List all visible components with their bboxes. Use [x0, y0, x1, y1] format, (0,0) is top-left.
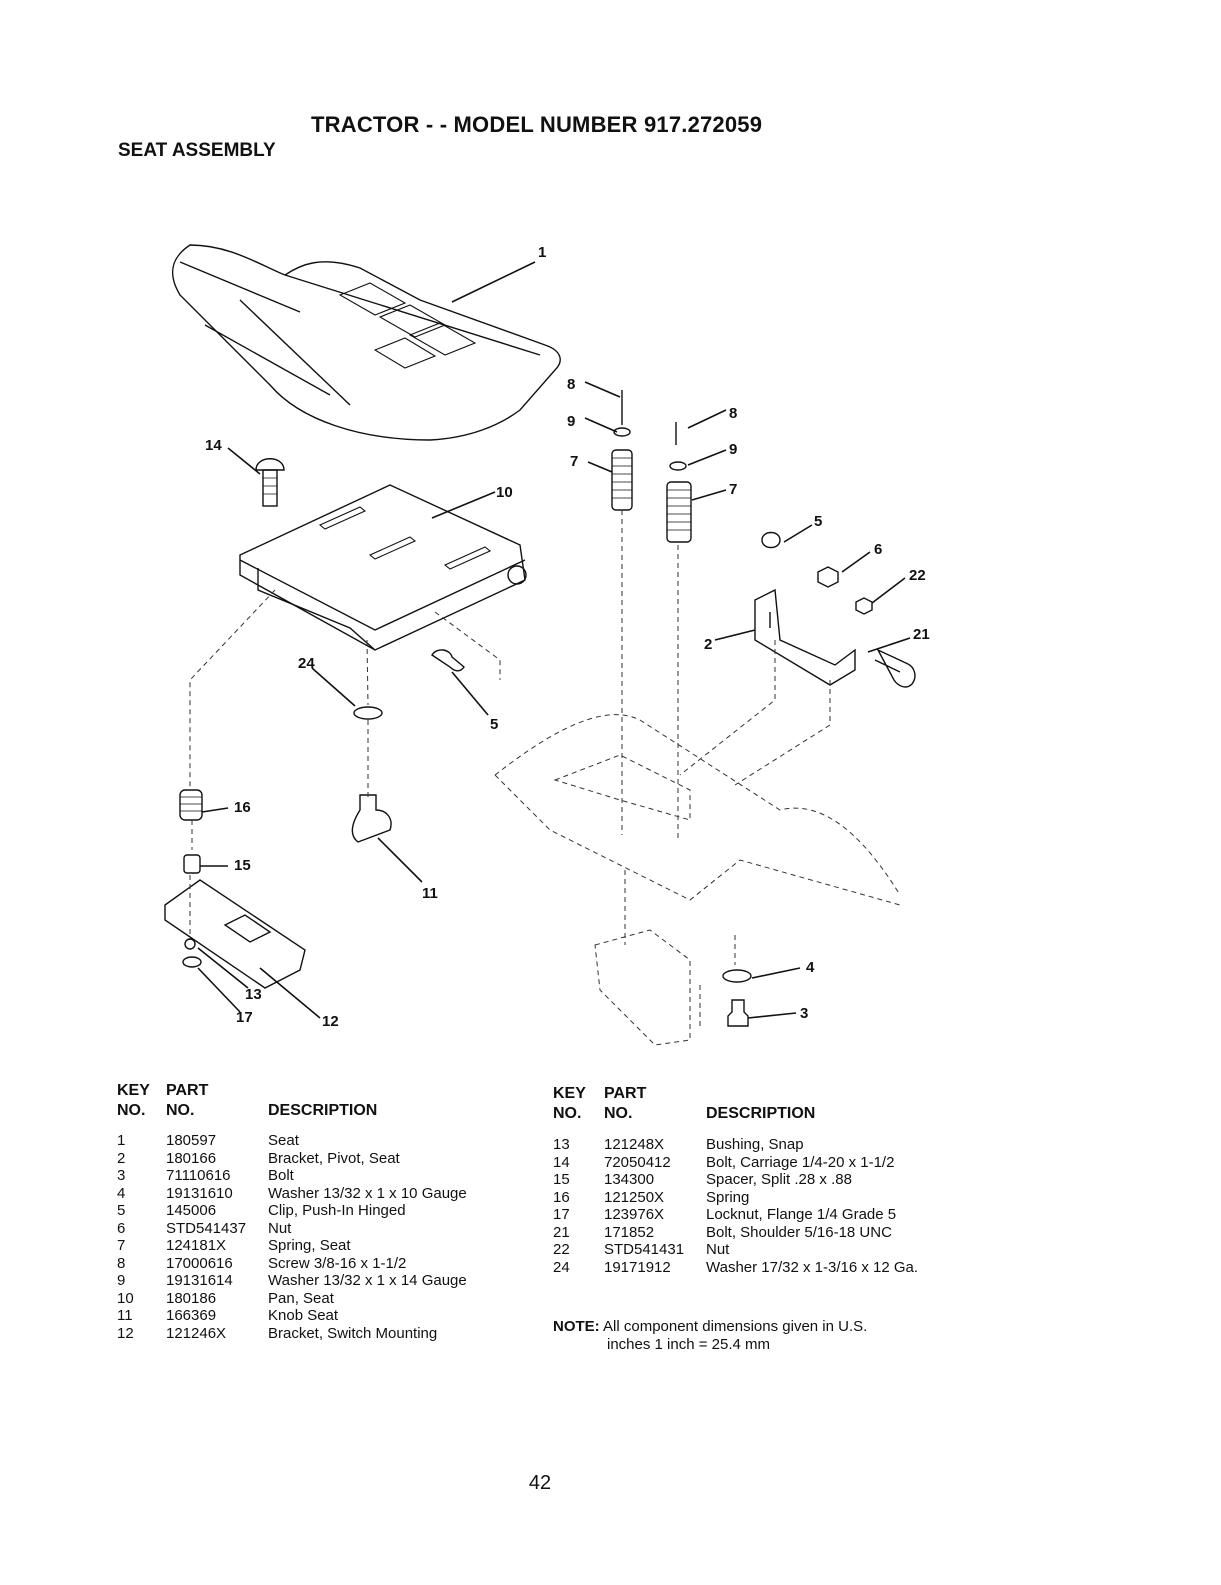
nut-part	[817, 566, 839, 588]
callout-12: 12	[322, 1013, 339, 1030]
callout-5: 5	[814, 513, 822, 530]
callout-22: 22	[909, 567, 926, 584]
page-number: 42	[528, 1472, 552, 1494]
header-part-line1: PART	[166, 1082, 209, 1099]
header-description: DESCRIPTION	[268, 1102, 378, 1119]
header-part-line2: NO.	[166, 1102, 195, 1119]
callout-11: 11	[422, 885, 438, 902]
nut-part-2	[855, 597, 873, 615]
header-part-line1: PART	[604, 1085, 647, 1102]
knob-part	[351, 794, 392, 843]
spring-16-part	[179, 789, 203, 821]
callout-1: 1	[538, 244, 546, 261]
callout-10: 10	[496, 484, 513, 501]
callout-4: 4	[806, 959, 815, 976]
pivot-bracket-part	[754, 588, 856, 686]
callout-labels: 1 14 10 8 9 7 8 9 7 5 6 22 2 21 24 5 16 …	[205, 244, 930, 1030]
spacer-part	[183, 854, 201, 874]
leader-lines	[197, 261, 911, 1019]
dimension-note: NOTE: All component dimensions given in …	[553, 1318, 867, 1354]
bushing-part	[184, 938, 196, 950]
callout-24: 24	[298, 655, 315, 672]
seat-spring-left	[611, 390, 633, 511]
callout-5b: 5	[490, 716, 498, 733]
washer-4-part	[722, 969, 752, 983]
seat-part	[171, 244, 561, 441]
header-part-line2: NO.	[604, 1105, 633, 1122]
clip-part-2	[431, 649, 465, 672]
tractor-frame-phantom	[189, 510, 901, 1046]
callout-14: 14	[205, 437, 222, 454]
callout-7: 7	[570, 453, 578, 470]
callout-8b: 8	[729, 405, 737, 422]
callout-21: 21	[913, 626, 930, 643]
note-line1: All component dimensions given in U.S.	[603, 1318, 868, 1335]
page-title: TRACTOR - - MODEL NUMBER 917.272059	[311, 112, 763, 137]
callout-17: 17	[236, 1009, 253, 1026]
callout-3: 3	[800, 1005, 808, 1022]
callout-13: 13	[245, 986, 262, 1003]
callout-9: 9	[567, 413, 575, 430]
header-key-line1: KEY	[117, 1082, 150, 1099]
callout-9b: 9	[729, 441, 737, 458]
callout-2: 2	[704, 636, 712, 653]
callout-15: 15	[234, 857, 251, 874]
carriage-bolt-part	[255, 458, 285, 507]
switch-bracket-part	[164, 879, 306, 989]
callout-6: 6	[874, 541, 882, 558]
header-key-line1: KEY	[553, 1085, 586, 1102]
note-line2: inches 1 inch = 25.4 mm	[607, 1336, 771, 1353]
header-description: DESCRIPTION	[706, 1105, 816, 1122]
header-key-line2: NO.	[553, 1105, 582, 1122]
header-key-line2: NO.	[117, 1102, 146, 1119]
seat-spring-right	[666, 422, 692, 543]
exploded-parts-diagram: 1 14 10 8 9 7 8 9 7 5 6 22 2 21 24 5 16 …	[164, 244, 930, 1046]
note-label: NOTE:	[553, 1318, 600, 1335]
clip-part	[761, 531, 781, 549]
locknut-part	[182, 956, 202, 968]
shoulder-bolt-part	[874, 648, 916, 688]
callout-8: 8	[567, 376, 575, 393]
washer-part	[353, 706, 383, 720]
seat-pan-part	[239, 484, 527, 651]
callout-16: 16	[234, 799, 251, 816]
bolt-3-part	[727, 999, 749, 1027]
callout-7b: 7	[729, 481, 737, 498]
section-title: SEAT ASSEMBLY	[118, 140, 276, 161]
